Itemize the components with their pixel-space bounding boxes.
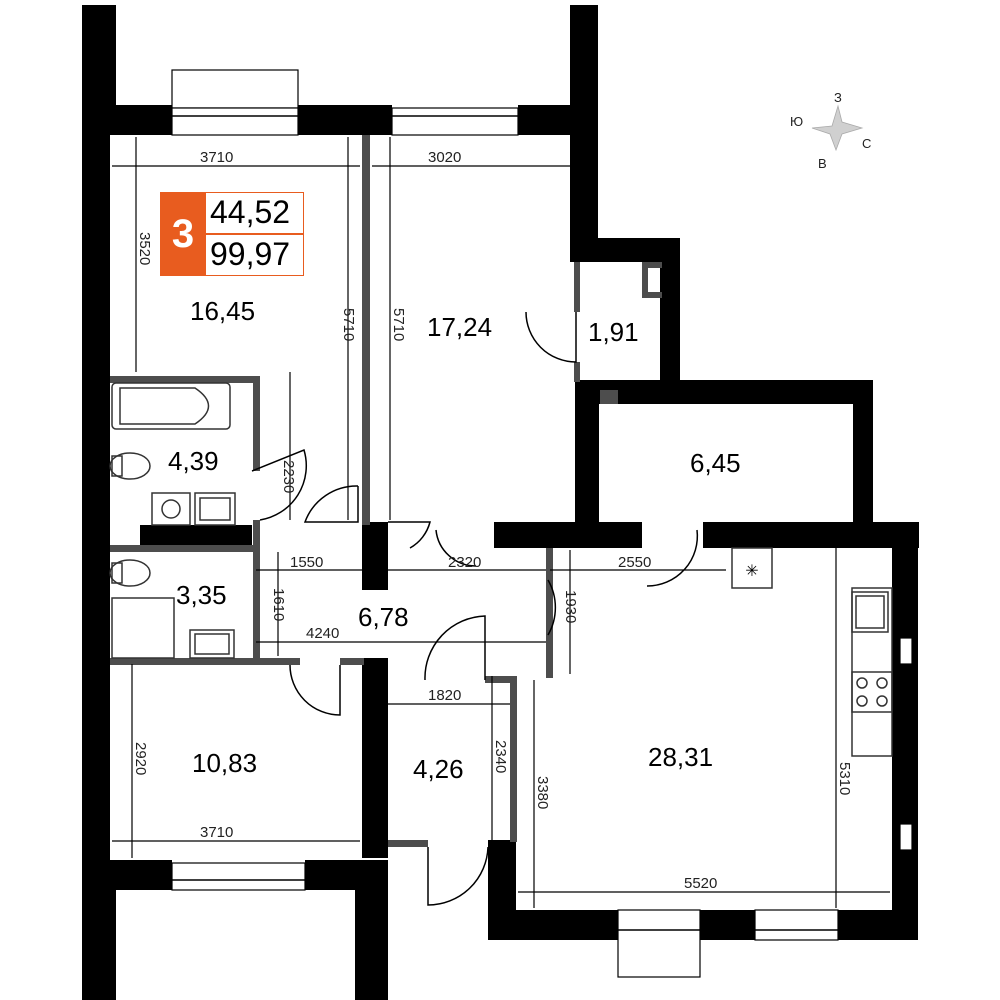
room-areas: 16,45 17,24 1,91 6,45 4,39 3,35 6,78 10,… <box>168 296 741 784</box>
living-area-value: 44,52 <box>210 194 291 230</box>
walls <box>82 5 919 1000</box>
total-area-value: 99,97 <box>210 236 291 272</box>
bath-sink <box>194 492 236 526</box>
bathtub <box>111 382 231 430</box>
dim-hall-length: 4240 <box>306 625 339 642</box>
dim-top-left-depth: 3520 <box>136 232 153 265</box>
stove <box>851 671 893 713</box>
dim-entry-width: 1820 <box>428 687 461 704</box>
compass-south: В <box>818 156 827 171</box>
windows <box>171 69 913 978</box>
room-count-badge: 3 <box>160 192 206 276</box>
compass-east: С <box>862 136 871 151</box>
dim-hall-width-c: 2550 <box>618 554 651 571</box>
area-bedroom-bottom-left: 10,83 <box>192 748 257 778</box>
compass-west: Ю <box>790 114 803 129</box>
fixtures: ✳ <box>109 382 893 757</box>
dim-top-middle-width: 3020 <box>428 149 461 166</box>
dim-bottom-left-width: 3710 <box>200 824 233 841</box>
toilet <box>109 452 151 480</box>
area-entry: 4,26 <box>413 754 464 784</box>
compass-north: З <box>834 90 842 105</box>
area-balcony-room: 6,45 <box>690 448 741 478</box>
area-kitchen-living: 28,31 <box>648 742 713 772</box>
dim-entry-height: 2340 <box>492 740 509 773</box>
dim-living-height: 3380 <box>534 776 551 809</box>
area-closet: 1,91 <box>588 317 639 347</box>
partitions <box>110 135 662 847</box>
dimension-labels: 3710 3020 3520 5710 5710 2230 1550 2320 … <box>132 149 853 892</box>
shower <box>111 597 175 659</box>
area-badge-divider <box>206 233 304 235</box>
compass: З Ю С В <box>790 90 871 171</box>
wc-sink <box>189 629 235 659</box>
area-bathroom: 4,39 <box>168 446 219 476</box>
boiler <box>731 547 773 589</box>
dim-wc-height: 1610 <box>270 588 287 621</box>
area-hallway: 6,78 <box>358 602 409 632</box>
area-bedroom-top-left: 16,45 <box>190 296 255 326</box>
svg-text:✳: ✳ <box>745 563 758 580</box>
dim-hall-width-a: 1550 <box>290 554 323 571</box>
dim-bath-height: 2230 <box>280 460 297 493</box>
washing-machine <box>151 492 191 526</box>
dimension-lines <box>112 137 890 908</box>
area-wc: 3,35 <box>176 580 227 610</box>
dim-hall-width-b: 2320 <box>448 554 481 571</box>
dim-kitchen-height: 5310 <box>836 762 853 795</box>
area-bedroom-top-middle: 17,24 <box>427 312 492 342</box>
dim-kitchen-offset: 1930 <box>562 590 579 623</box>
dim-bottom-left-depth: 2920 <box>132 742 149 775</box>
dim-top-left-width: 3710 <box>200 149 233 166</box>
dim-left-wall-height: 5710 <box>340 308 357 341</box>
dim-middle-wall-height: 5710 <box>390 308 407 341</box>
compass-star-icon <box>811 104 864 152</box>
dim-living-width: 5520 <box>684 875 717 892</box>
kitchen-sink <box>851 591 889 633</box>
wc-toilet <box>109 559 151 587</box>
